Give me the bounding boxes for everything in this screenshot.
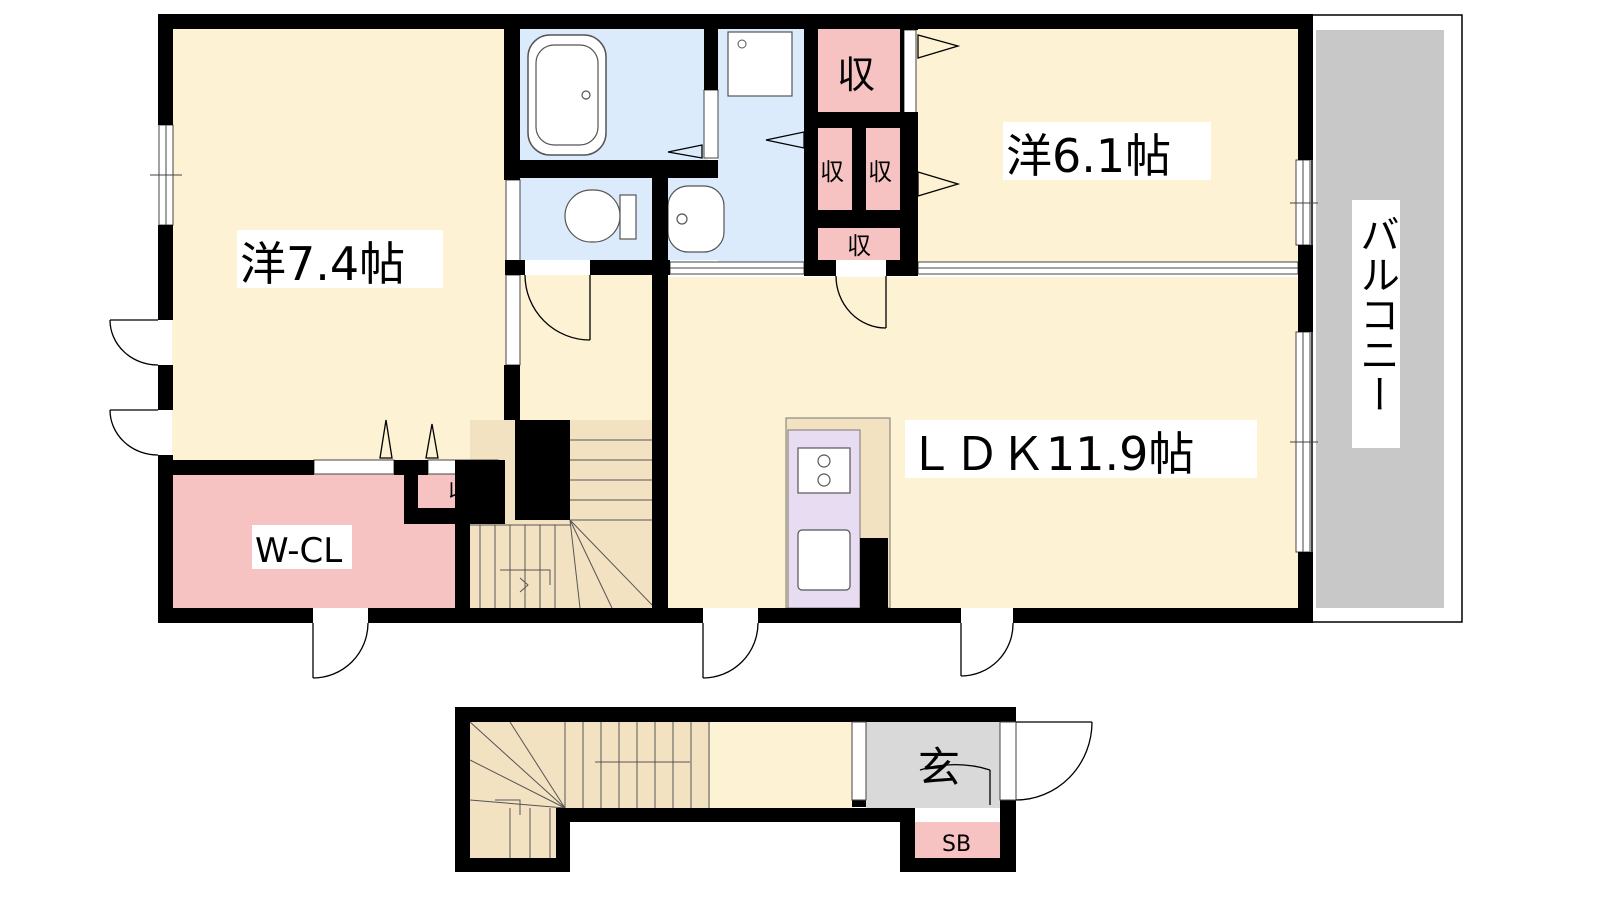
washing-machine-icon <box>727 31 793 97</box>
walls <box>158 14 1313 623</box>
balcony-label: バルコニー <box>1353 214 1399 414</box>
washbasin-icon <box>667 185 725 253</box>
doors <box>109 34 1014 679</box>
western-room-2-label: 洋6.1帖 <box>1006 129 1171 183</box>
storage-small-2 <box>866 128 900 210</box>
storage-large-label: 収 <box>837 53 875 97</box>
lower-floor <box>455 707 1093 872</box>
walk-in-closet-label: W-CL <box>255 531 342 571</box>
shoe-box <box>915 822 1000 860</box>
storage-small-3 <box>818 228 900 260</box>
entrance-label: 玄 <box>918 743 960 792</box>
storage-small-1 <box>818 128 852 210</box>
toilet-icon <box>564 189 637 243</box>
storage-small-2-label: 収 <box>868 158 892 186</box>
kitchen-counter <box>785 417 891 609</box>
storage-small-1-label: 収 <box>820 158 844 186</box>
bathtub-icon <box>527 34 607 156</box>
sink <box>797 529 851 591</box>
western-room-1-label: 洋7.4帖 <box>240 237 405 291</box>
hallway <box>518 275 658 420</box>
entrance-floor <box>866 722 1000 808</box>
storage-large <box>818 28 902 112</box>
storage-wcl-label: 収 <box>448 478 472 506</box>
shoe-box-label: SB <box>942 832 971 857</box>
storage-small-3-label: 収 <box>847 232 871 260</box>
ldk-label: ＬＤＫ11.9帖 <box>908 427 1194 481</box>
